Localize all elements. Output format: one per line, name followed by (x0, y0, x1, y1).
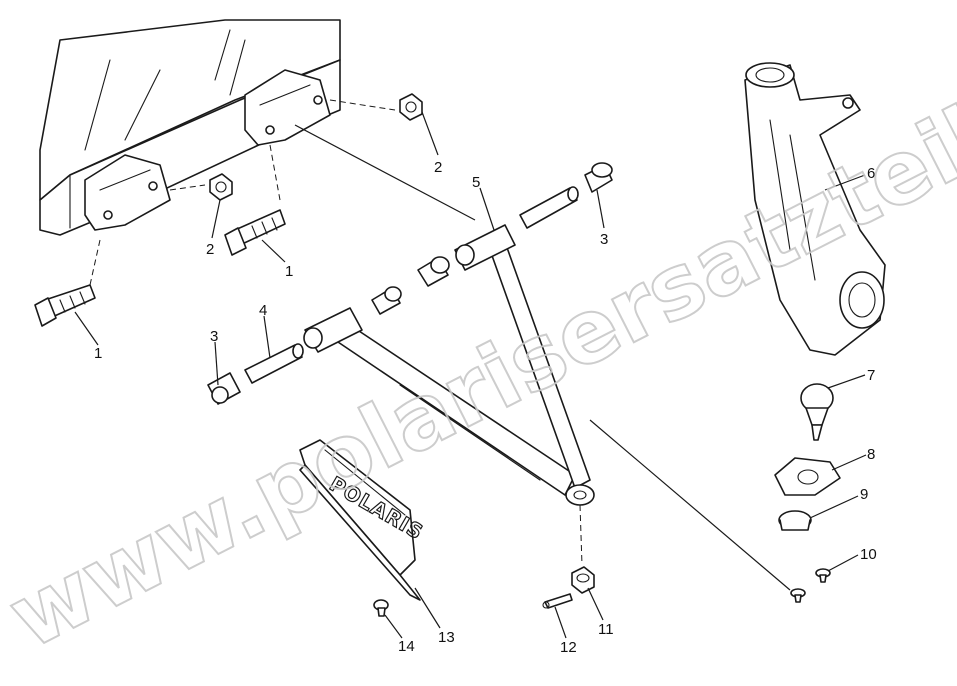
guard-screw (373, 599, 389, 617)
sleeve-lower (244, 343, 304, 384)
bushing-mid-1 (417, 256, 450, 287)
ball-joint (800, 383, 834, 441)
bolt-left (34, 284, 96, 327)
bushing-mid-2 (371, 286, 402, 315)
callout-12: 12 (560, 639, 577, 656)
bushing-lower-left (207, 372, 241, 405)
bushing-upper-right (584, 162, 613, 193)
callout-leaders (74, 111, 867, 639)
frame-section (39, 19, 341, 236)
castle-nut (571, 566, 595, 594)
screw-right (815, 568, 831, 583)
spindle (744, 62, 886, 356)
callout-13: 13 (438, 629, 455, 646)
callout-4: 4 (259, 302, 267, 319)
callout-2-right: 2 (434, 159, 442, 176)
callout-5: 5 (472, 174, 480, 191)
bolt-center (224, 209, 286, 256)
a-arm (303, 224, 595, 506)
screw-bottom (790, 588, 806, 603)
callout-10: 10 (860, 546, 877, 563)
a-arm-guard: POLARIS (299, 439, 428, 601)
callout-3-right: 3 (600, 231, 608, 248)
callout-6: 6 (867, 165, 875, 182)
callout-2-left: 2 (206, 241, 214, 258)
assembly-lines (89, 99, 791, 591)
callout-9: 9 (860, 486, 868, 503)
nut-right (399, 93, 423, 121)
callout-14: 14 (398, 638, 415, 655)
callout-labels: 1 1 2 2 3 3 4 5 6 7 8 9 10 11 12 13 14 (94, 159, 877, 656)
callout-3-left: 3 (210, 328, 218, 345)
callout-8: 8 (867, 446, 875, 463)
callout-1-left: 1 (94, 345, 102, 362)
callout-11: 11 (598, 621, 614, 638)
sleeve-upper (519, 186, 579, 229)
callout-7: 7 (867, 367, 875, 384)
nut-left (209, 173, 233, 201)
cotter-pin (542, 593, 573, 609)
callout-1-center: 1 (285, 263, 293, 280)
retainer-plate (774, 457, 841, 496)
dust-cap (778, 510, 812, 531)
